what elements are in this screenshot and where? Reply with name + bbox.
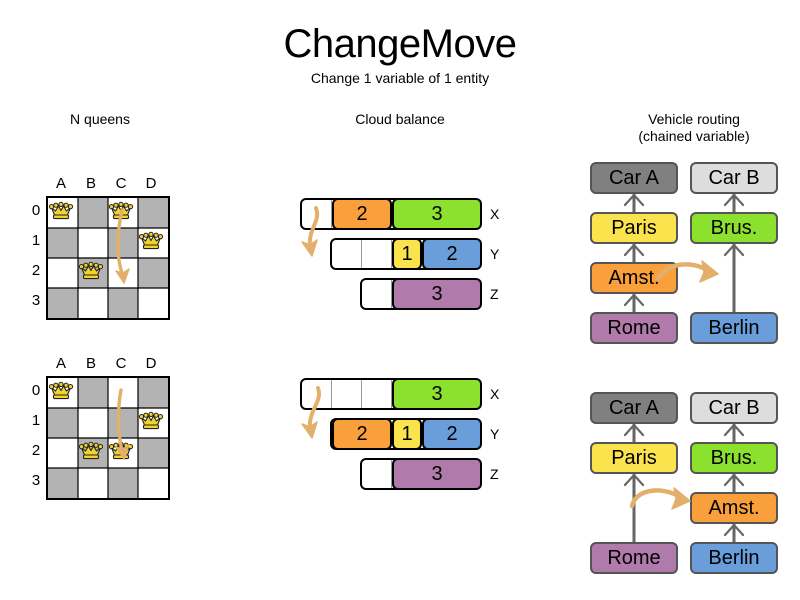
board-row-label-2: 2 [31,442,41,459]
board-column-label-B: B [85,175,96,192]
board-row-label-1: 1 [31,232,41,249]
page-subtitle: Change 1 variable of 1 entity [310,70,490,86]
section-title-vrp-line1: Vehicle routing [648,111,740,127]
board-cell-B1[interactable] [78,228,108,258]
board-cell-C3[interactable] [108,468,138,498]
board-column-label-D: D [145,355,157,372]
cloud-computer-bar-Z[interactable]: 3 [360,458,482,490]
cloud-process-block[interactable]: 3 [392,198,482,230]
section-title-vrp-line2: (chained variable) [638,128,750,144]
board-cell-B0[interactable] [78,198,108,228]
cloud-empty-slot [332,240,362,268]
board-column-label-C: C [115,175,127,192]
board-row-label-3: 3 [31,292,41,309]
vrp-node-brus[interactable]: Brus. [690,442,778,474]
cloud-process-block[interactable]: 2 [422,238,482,270]
vrp-node-carA[interactable]: Car A [590,392,678,424]
cloud-process-block[interactable]: 2 [422,418,482,450]
board-cell-D0[interactable] [138,198,168,228]
vrp-node-brus[interactable]: Brus. [690,212,778,244]
cloud-empty-slot [302,380,332,408]
cloud-process-block[interactable]: 3 [392,378,482,410]
cloud-empty-slot [302,200,332,228]
vrp-node-amst[interactable]: Amst. [590,262,678,294]
cloud-empty-slot [362,280,392,308]
cloud-computer-label-Z: Z [490,286,499,302]
board-cell-A2[interactable] [48,438,78,468]
vrp-node-rome[interactable]: Rome [590,312,678,344]
cloud-empty-slot [362,460,392,488]
board-column-label-D: D [145,175,157,192]
vrp-node-berlin[interactable]: Berlin [690,542,778,574]
board-row-label-0: 0 [31,202,41,219]
section-title-vehicle-routing: Vehicle routing (chained variable) [588,111,800,145]
board-column-label-A: A [55,175,66,192]
board-cell-D2[interactable] [138,438,168,468]
cloud-empty-slot [332,380,362,408]
section-title-cloud: Cloud balance [355,111,445,127]
vrp-node-amst[interactable]: Amst. [690,492,778,524]
board-cell-A3[interactable] [48,288,78,318]
cloud-process-block[interactable]: 2 [332,418,392,450]
board-cell-A1[interactable] [48,228,78,258]
section-title-nqueens: N queens [70,111,130,127]
cloud-computer-label-Y: Y [490,246,500,262]
board-cell-B3[interactable] [78,468,108,498]
board-cell-B3[interactable] [78,288,108,318]
board-row-label-0: 0 [31,382,41,399]
board-cell-A1[interactable] [48,408,78,438]
vrp-node-paris[interactable]: Paris [590,212,678,244]
board-row-label-1: 1 [31,412,41,429]
page-title: ChangeMove [283,22,517,66]
board-cell-A3[interactable] [48,468,78,498]
cloud-computer-label-X: X [490,206,500,222]
board-cell-D0[interactable] [138,378,168,408]
board-cell-A2[interactable] [48,258,78,288]
cloud-process-block[interactable]: 3 [392,458,482,490]
cloud-empty-slot [362,380,392,408]
board-cell-D3[interactable] [138,468,168,498]
board-cell-B1[interactable] [78,408,108,438]
cloud-computer-bar-Z[interactable]: 3 [360,278,482,310]
board-cell-D3[interactable] [138,288,168,318]
cloud-computer-label-X: X [490,386,500,402]
cloud-computer-bar-X[interactable]: 3 [300,378,482,410]
board-row-label-2: 2 [31,262,41,279]
vrp-node-paris[interactable]: Paris [590,442,678,474]
vrp-node-carB[interactable]: Car B [690,162,778,194]
cloud-empty-slot [362,240,392,268]
board-cell-B0[interactable] [78,378,108,408]
board-column-label-A: A [55,355,66,372]
cloud-process-block[interactable]: 2 [332,198,392,230]
cloud-process-block[interactable]: 3 [392,278,482,310]
cloud-process-block[interactable]: 1 [392,238,422,270]
vrp-node-carB[interactable]: Car B [690,392,778,424]
board-cell-D2[interactable] [138,258,168,288]
cloud-computer-label-Z: Z [490,466,499,482]
cloud-process-block[interactable]: 1 [392,418,422,450]
board-row-label-3: 3 [31,472,41,489]
vrp-node-berlin[interactable]: Berlin [690,312,778,344]
board-cell-C3[interactable] [108,288,138,318]
cloud-computer-label-Y: Y [490,426,500,442]
board-column-label-B: B [85,355,96,372]
vrp-node-rome[interactable]: Rome [590,542,678,574]
vrp-node-carA[interactable]: Car A [590,162,678,194]
board-column-label-C: C [115,355,127,372]
